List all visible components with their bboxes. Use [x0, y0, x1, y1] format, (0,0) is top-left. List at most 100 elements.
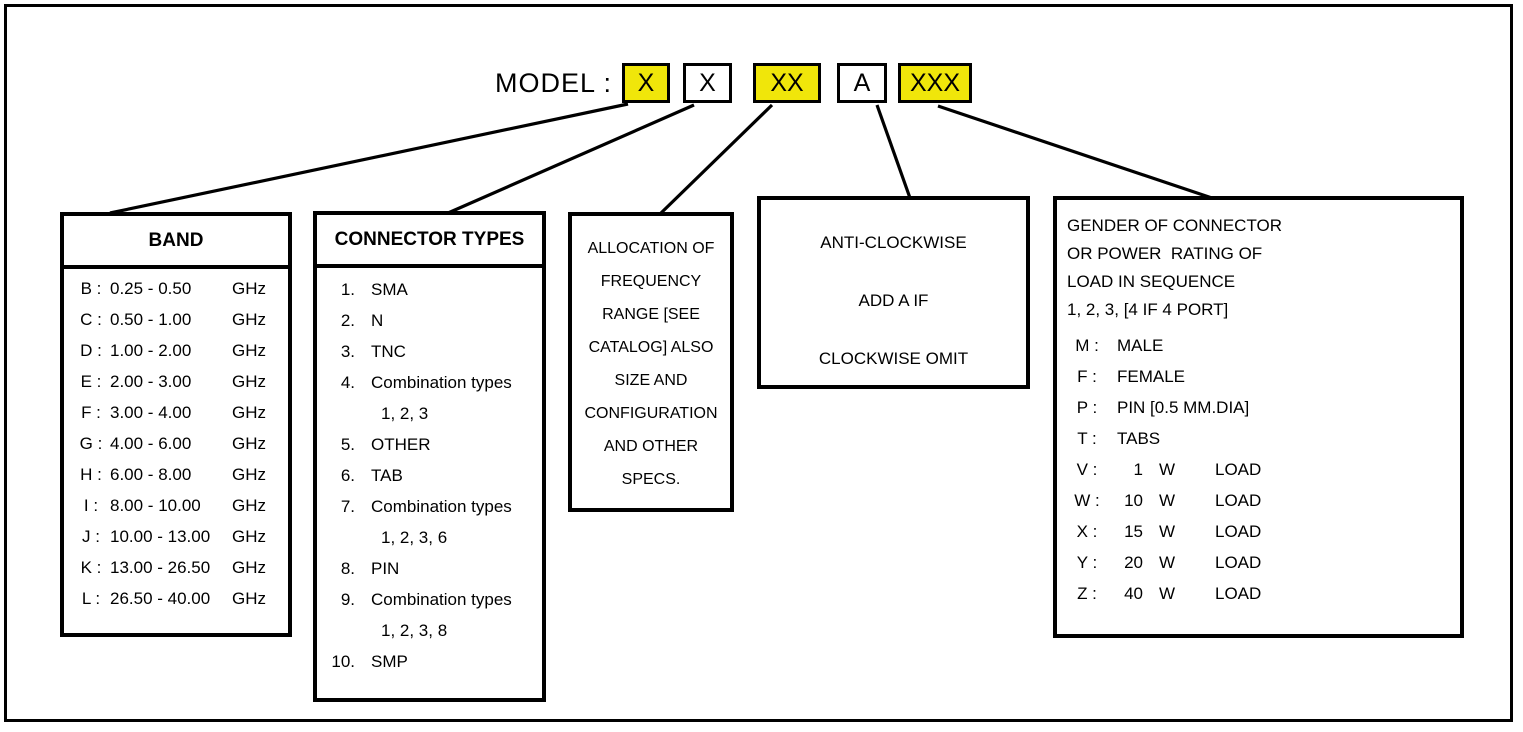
power-watts: 20 — [1124, 552, 1143, 572]
band-range: 13.00 - 26.50 — [110, 557, 211, 577]
band-range: 0.50 - 1.00 — [110, 309, 192, 329]
band-unit: GHz — [232, 588, 266, 608]
gender-rows: M :MALE F :FEMALE P :PIN [0.5 MM.DIA] T … — [1067, 330, 1452, 609]
rotation-line: CLOCKWISE OMIT — [818, 349, 969, 368]
rotation-line: ADD A IF — [858, 291, 929, 310]
connector-item: 5.OTHER — [327, 429, 542, 460]
gender-value: TABS — [1117, 428, 1161, 448]
connector-name: PIN — [371, 558, 400, 578]
allocation-line: SPECS. — [621, 471, 681, 488]
power-unit: W — [1159, 490, 1176, 510]
outer-border — [4, 4, 1513, 722]
gender-row: P :PIN [0.5 MM.DIA] — [1067, 392, 1452, 423]
power-unit: W — [1159, 552, 1176, 572]
rotation-line: ANTI-CLOCKWISE — [820, 233, 967, 252]
band-range: 26.50 - 40.00 — [110, 588, 211, 608]
band-code: H : — [80, 464, 102, 484]
model-segment-connector: X — [683, 63, 732, 103]
allocation-box: ALLOCATION OF FREQUENCY RANGE [SEE CATAL… — [568, 212, 734, 512]
gender-value: FEMALE — [1117, 366, 1186, 386]
model-segment-rotation-text: A — [853, 68, 871, 97]
connector-item: 4.Combination types — [327, 367, 542, 398]
power-watts: 15 — [1124, 521, 1143, 541]
connector-item: 10. SMP — [327, 646, 542, 677]
power-code: W : — [1074, 490, 1100, 510]
connector-num: 10. — [331, 651, 355, 671]
connector-item: 8. PIN — [327, 553, 542, 584]
power-row: Y : 20 W LOAD — [1067, 547, 1452, 578]
connector-item: 7.Combination types — [327, 491, 542, 522]
allocation-line: CONFIGURATION — [584, 405, 718, 422]
band-unit: GHz — [232, 402, 266, 422]
connector-item: 6.TAB — [327, 460, 542, 491]
power-label: LOAD — [1215, 552, 1262, 572]
connector-name: TNC — [371, 341, 406, 361]
power-label: LOAD — [1215, 490, 1262, 510]
allocation-line: FREQUENCY — [600, 273, 702, 290]
connector-num: 1. — [340, 279, 355, 299]
band-code: F : — [81, 402, 101, 422]
connector-item: 2.N — [327, 305, 542, 336]
power-watts: 10 — [1124, 490, 1143, 510]
power-watts: 40 — [1124, 583, 1143, 603]
band-title: BAND — [64, 216, 288, 269]
allocation-line: SIZE AND — [614, 372, 688, 389]
model-segment-gender-text: XXX — [909, 68, 961, 97]
power-watts: 1 — [1133, 459, 1143, 479]
band-range: 1.00 - 2.00 — [110, 340, 192, 360]
connector-num: 7. — [340, 496, 355, 516]
power-unit: W — [1159, 583, 1176, 603]
band-code: L : — [81, 588, 101, 608]
gender-row: M : MALE — [1067, 330, 1452, 361]
band-range: 4.00 - 6.00 — [110, 433, 192, 453]
band-unit: GHz — [232, 557, 266, 577]
connector-name: N — [371, 310, 384, 330]
band-row: L : 26.50 - 40.00 GHz — [72, 583, 288, 614]
rotation-box: ANTI-CLOCKWISE ADD A IF CLOCKWISE OMIT — [757, 196, 1030, 389]
band-code: E : — [80, 371, 102, 391]
band-range: 3.00 - 4.00 — [110, 402, 192, 422]
band-unit: GHz — [232, 371, 266, 391]
power-unit: W — [1159, 459, 1176, 479]
band-unit: GHz — [232, 526, 266, 546]
connector-num: 6. — [340, 465, 355, 485]
gender-value: MALE — [1117, 335, 1164, 355]
connector-num: 8. — [340, 558, 355, 578]
power-label: LOAD — [1215, 459, 1262, 479]
gender-code: P : — [1076, 397, 1098, 417]
band-unit: GHz — [232, 309, 266, 329]
band-row: C : 0.50 - 1.00 GHz — [72, 304, 288, 335]
power-code: V : — [1076, 459, 1098, 479]
model-segment-frequency-text: XX — [770, 68, 804, 97]
gender-header-line: LOAD IN SEQUENCE — [1067, 272, 1236, 291]
connector-types-rows: 1. SMA 2.N 3. TNC 4.Combination types 1, 2… — [317, 268, 542, 677]
connector-name: SMP — [371, 651, 408, 671]
connector-types-box: CONNECTOR TYPES 1.SMA 2.N 3.TNC 4.Combin… — [313, 211, 546, 702]
allocation-line: AND OTHER — [603, 438, 699, 455]
model-label: MODEL : — [495, 68, 613, 98]
connector-num: 3. — [340, 341, 355, 361]
connector-item-continuation: 1, 2, 3, 6 — [381, 527, 448, 547]
power-code: Y : — [1076, 552, 1098, 572]
power-label: LOAD — [1215, 521, 1262, 541]
model-segment-band-text: X — [637, 68, 655, 97]
gender-header-line: OR POWER RATING OF — [1067, 244, 1263, 263]
gender-content: GENDER OF CONNECTOR OR POWER RATING OF L… — [1057, 200, 1460, 609]
band-code: C : — [80, 309, 102, 329]
connector-item: 9.Combination types — [327, 584, 542, 615]
band-code: B : — [80, 278, 102, 298]
gender-box: GENDER OF CONNECTOR OR POWER RATING OF L… — [1053, 196, 1464, 638]
connector-name: SMA — [371, 279, 408, 299]
power-unit: W — [1159, 521, 1176, 541]
connector-name: OTHER — [371, 434, 431, 454]
power-code: X : — [1076, 521, 1098, 541]
gender-code: M : — [1075, 335, 1099, 355]
rotation-text: ANTI-CLOCKWISE ADD A IF CLOCKWISE OMIT — [761, 200, 1026, 375]
